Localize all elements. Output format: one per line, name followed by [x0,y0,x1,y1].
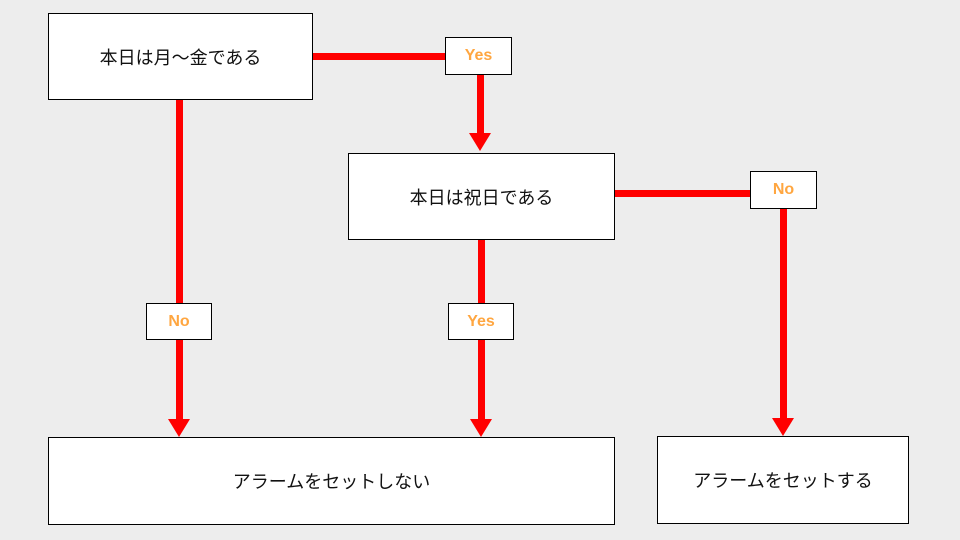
arrowhead-into-set-alarm [772,418,794,436]
label-yes-holiday: Yes [448,303,514,340]
label-no-weekday-text: No [168,312,190,330]
arrowhead-into-no-alarm-middle [470,419,492,437]
label-yes-holiday-text: Yes [467,312,495,330]
connector-no-to-setalarm [780,209,787,420]
node-set-alarm: アラームをセットする [657,436,909,524]
label-no-holiday: No [750,171,817,209]
arrowhead-into-holiday-check [469,133,491,151]
node-set-alarm-text: アラームをセットする [693,471,873,491]
label-no-weekday: No [146,303,212,340]
node-holiday-check-text: 本日は祝日である [409,187,554,208]
connector-yes-to-holiday [477,75,484,135]
label-yes-weekday: Yes [445,37,512,75]
label-yes-weekday-text: Yes [464,47,493,64]
arrowhead-into-no-alarm-left [168,419,190,437]
node-weekday-check-text: 本日は月～金である [99,47,262,68]
connector-weekday-no-branch [176,100,183,420]
connector-weekday-to-yes [313,53,445,60]
node-holiday-check: 本日は祝日である [348,153,615,240]
node-no-alarm-text: アラームをセットしない [232,472,431,492]
connector-holiday-to-no [615,190,750,197]
label-no-holiday-text: No [772,181,795,198]
node-weekday-check: 本日は月～金である [48,13,313,100]
node-no-alarm: アラームをセットしない [48,437,615,525]
